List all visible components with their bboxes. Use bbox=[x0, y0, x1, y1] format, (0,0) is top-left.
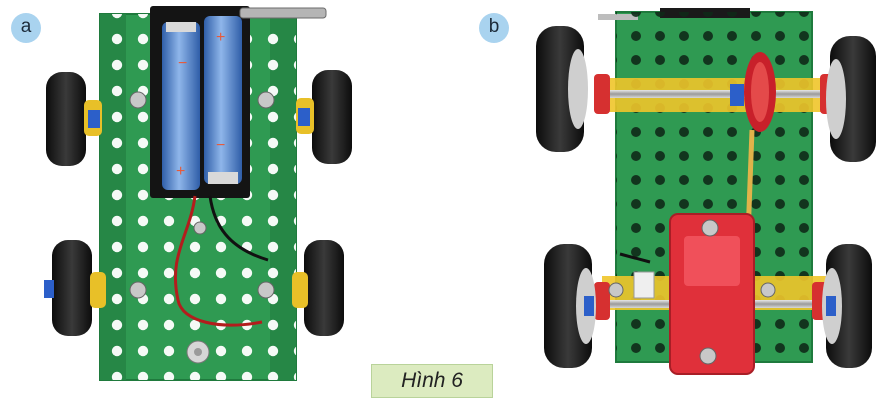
panel-label-a: a bbox=[11, 13, 41, 43]
wire-red bbox=[173, 195, 263, 327]
panel-a-car: + − + − bbox=[44, 6, 352, 381]
screw bbox=[608, 282, 624, 298]
screw bbox=[257, 91, 275, 109]
screw bbox=[193, 221, 207, 235]
wheel bbox=[296, 70, 352, 164]
battery-plus-mark: + bbox=[176, 163, 185, 180]
battery-cell bbox=[204, 16, 242, 184]
wire-black bbox=[208, 195, 269, 262]
screw bbox=[257, 281, 275, 299]
wheel bbox=[536, 26, 588, 152]
wheel bbox=[822, 244, 872, 368]
figure-caption: Hình 6 bbox=[371, 364, 493, 398]
battery-cell bbox=[162, 22, 200, 190]
screw bbox=[699, 347, 717, 365]
screw bbox=[701, 219, 719, 237]
axle-rod bbox=[596, 90, 834, 98]
screw bbox=[760, 282, 776, 298]
screw bbox=[129, 281, 147, 299]
wheel bbox=[44, 240, 106, 336]
wheel bbox=[826, 36, 876, 162]
panel-label-b: b bbox=[479, 13, 509, 43]
wheel bbox=[292, 240, 344, 336]
battery-minus-mark: − bbox=[216, 137, 225, 154]
screw bbox=[129, 91, 147, 109]
wire-black bbox=[619, 252, 651, 264]
panel-b-car bbox=[536, 8, 876, 375]
battery-minus-mark: − bbox=[178, 55, 187, 72]
wheel bbox=[46, 72, 102, 166]
wheel bbox=[544, 244, 596, 368]
battery-plus-mark: + bbox=[216, 29, 225, 46]
